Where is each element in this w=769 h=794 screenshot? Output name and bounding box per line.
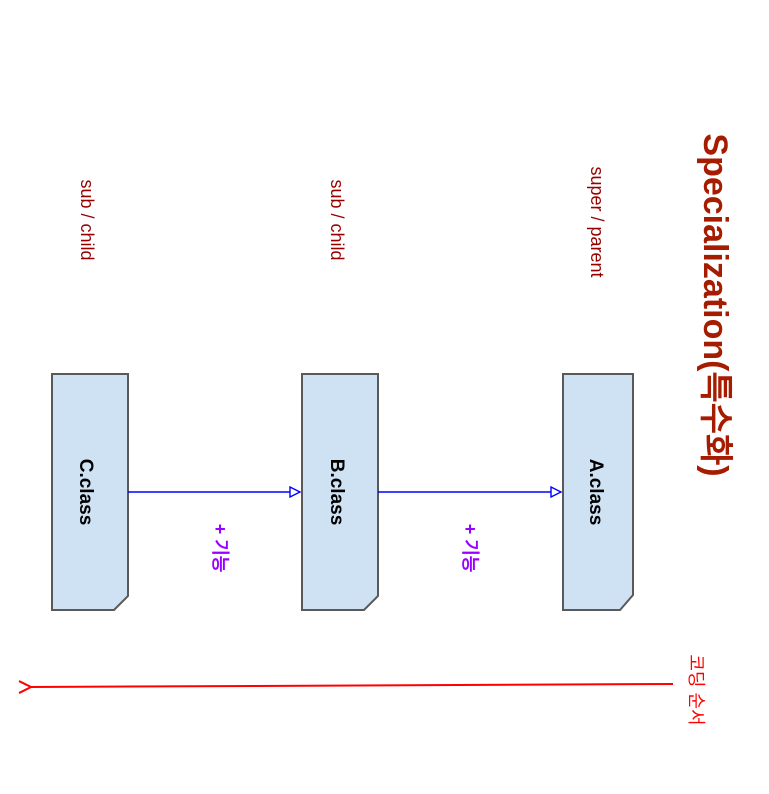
class-label-c: C.class: [75, 459, 96, 526]
coding-order-label: 코딩 순서: [686, 654, 706, 725]
role-label-b: sub / child: [327, 179, 347, 260]
class-box-b: [301, 373, 379, 611]
role-label-a: super / parent: [587, 166, 607, 277]
class-box-c: [51, 373, 129, 611]
class-label-b: B.class: [326, 459, 347, 526]
diagram-title: Specialization(특수화): [696, 133, 734, 476]
role-label-c: sub / child: [77, 179, 97, 260]
coding-order-arrow: [30, 684, 674, 687]
edge-label-c-to-b: + 기능: [210, 524, 230, 573]
class-box-a: [562, 373, 634, 611]
edge-label-b-to-a: + 기능: [460, 524, 480, 573]
class-label-a: A.class: [585, 459, 606, 526]
